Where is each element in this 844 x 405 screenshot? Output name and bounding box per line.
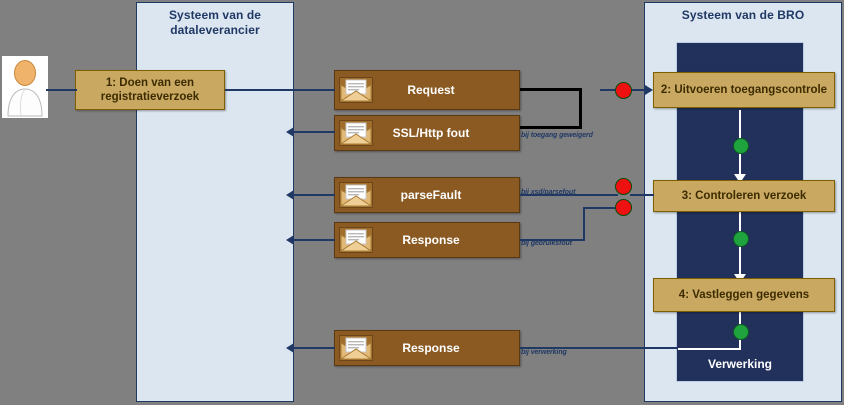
message-request[interactable]: Request	[334, 70, 520, 110]
message-ssl-fout-label: SSL/Http fout	[392, 126, 470, 140]
node-red-3	[615, 199, 632, 216]
activity-step3[interactable]: 3: Controleren verzoek	[653, 180, 835, 212]
message-request-label: Request	[407, 83, 455, 97]
envelope-icon	[339, 77, 373, 103]
node-red-2	[615, 178, 632, 195]
message-parsefault-label: parseFault	[400, 188, 462, 202]
connector-step1-to-request	[225, 89, 335, 91]
note-toegang-geweigerd: bij toegang geweigerd	[521, 132, 593, 139]
note-verwerking: bij verwerking	[521, 349, 567, 356]
connector-request-to-node1	[520, 88, 582, 91]
message-parsefault[interactable]: parseFault	[334, 177, 520, 213]
actor-box	[2, 56, 48, 118]
envelope-icon	[339, 335, 373, 361]
envelope-icon	[339, 120, 373, 146]
lane-bro-title: Systeem van de BRO	[681, 8, 805, 22]
actor-person-icon	[7, 60, 43, 117]
connector-parsefault-return	[293, 194, 335, 196]
message-ssl-fout[interactable]: SSL/Http fout	[334, 115, 520, 151]
arrow-ssl-return	[286, 127, 294, 137]
connector-node1-elbow	[579, 88, 582, 128]
connector-node2-to-step3	[630, 194, 654, 196]
flow-arrow-2-to-3	[734, 174, 746, 183]
message-response-2[interactable]: Response	[334, 330, 520, 366]
node-green-1	[733, 138, 749, 154]
connector-node1-elbow-h	[520, 126, 582, 129]
activity-step2[interactable]: 2: Uitvoeren toegangscontrole	[653, 72, 835, 108]
node-green-3	[733, 324, 749, 340]
activity-step1[interactable]: 1: Doen van een registratieverzoek	[75, 70, 225, 110]
node-red-1	[615, 82, 632, 99]
bro-process-column-label: Verwerking	[707, 357, 773, 371]
connector-response1-return	[293, 239, 335, 241]
arrow-parsefault-return	[286, 190, 294, 200]
connector-verwerking-to-response2	[520, 347, 678, 349]
envelope-icon	[339, 227, 373, 253]
return-line-verwerking-h	[678, 348, 740, 350]
lane-dataleverancier-title: Systeem van de dataleverancier	[168, 8, 262, 37]
connector-actor-to-step1	[46, 89, 77, 91]
connector-ssl-return	[293, 131, 335, 133]
arrow-response1-return	[286, 235, 294, 245]
arrow-response2-return	[286, 343, 294, 353]
note-xsd-parsefout: bij xsd/parsefout	[521, 189, 576, 196]
connector-node3-elbow-h	[583, 207, 620, 209]
message-response-1-label: Response	[402, 233, 460, 247]
arrow-into-step2	[645, 85, 653, 95]
note-gebruiksfout: bij gebruiksfout	[521, 240, 572, 247]
connector-node3-to-response1	[520, 239, 584, 241]
lane-dataleverancier	[136, 2, 294, 402]
activity-step4[interactable]: 4: Vastleggen gegevens	[653, 278, 835, 312]
node-green-2	[733, 231, 749, 247]
connector-node2-to-parsefault	[520, 194, 618, 196]
connector-response2-return	[293, 347, 335, 349]
message-response-2-label: Response	[402, 341, 460, 355]
envelope-icon	[339, 182, 373, 208]
connector-node3-elbow	[583, 207, 585, 241]
message-response-1[interactable]: Response	[334, 222, 520, 258]
